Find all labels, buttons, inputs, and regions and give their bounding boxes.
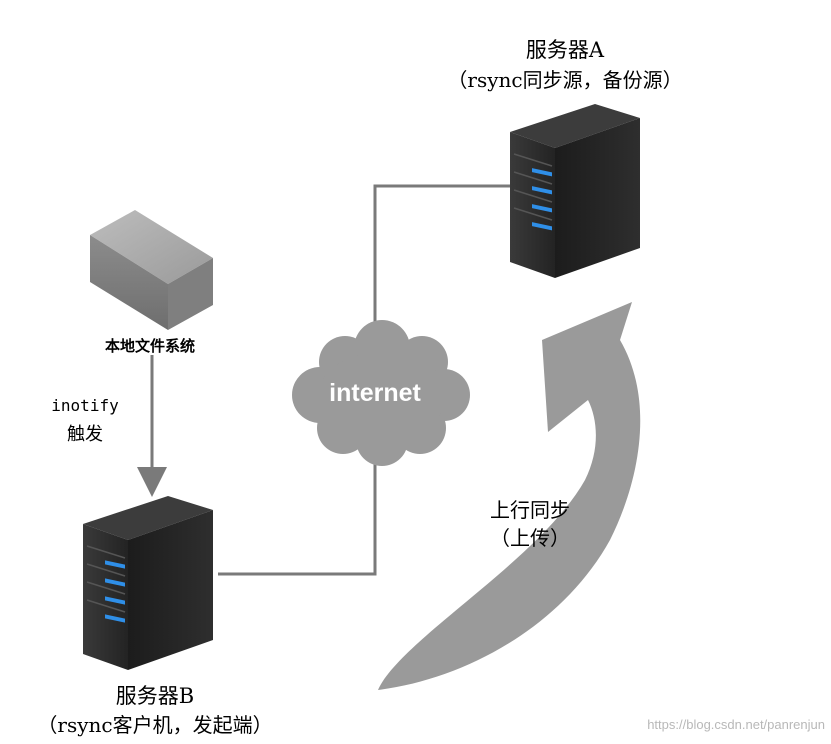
server-a-led-1 <box>532 168 552 177</box>
server-a-led-2 <box>532 186 552 195</box>
server-b-icon <box>83 496 213 670</box>
internet-label: internet <box>329 379 421 407</box>
server-a-led-3 <box>532 204 552 213</box>
server-b-title: 服务器B <box>115 684 195 708</box>
server-a-icon <box>510 104 640 278</box>
server-b-led-3 <box>105 596 125 605</box>
server-b-led-1 <box>105 560 125 569</box>
server-a-title: 服务器A <box>525 38 605 62</box>
server-a-led-4 <box>532 222 552 231</box>
cloud-icon <box>292 320 470 466</box>
watermark: https://blog.csdn.net/panrenjun <box>647 717 825 732</box>
trigger-label: 触发 <box>67 424 103 445</box>
server-b-led-2 <box>105 578 125 587</box>
curved-arrow-icon <box>378 302 641 690</box>
server-a-subtitle: （rsync同步源，备份源） <box>447 68 683 92</box>
upload-label: （上传） <box>490 526 570 550</box>
server-b-led-4 <box>105 614 125 623</box>
inotify-label: inotify <box>51 396 119 415</box>
upsync-label: 上行同步 <box>490 498 570 522</box>
server-b-subtitle: （rsync客户机，发起端） <box>37 713 273 737</box>
cable-server-a-to-cloud <box>373 184 510 330</box>
cable-cloud-to-server-b <box>218 450 377 576</box>
storage-box-icon <box>90 210 213 330</box>
local-fs-label: 本地文件系统 <box>104 337 195 355</box>
